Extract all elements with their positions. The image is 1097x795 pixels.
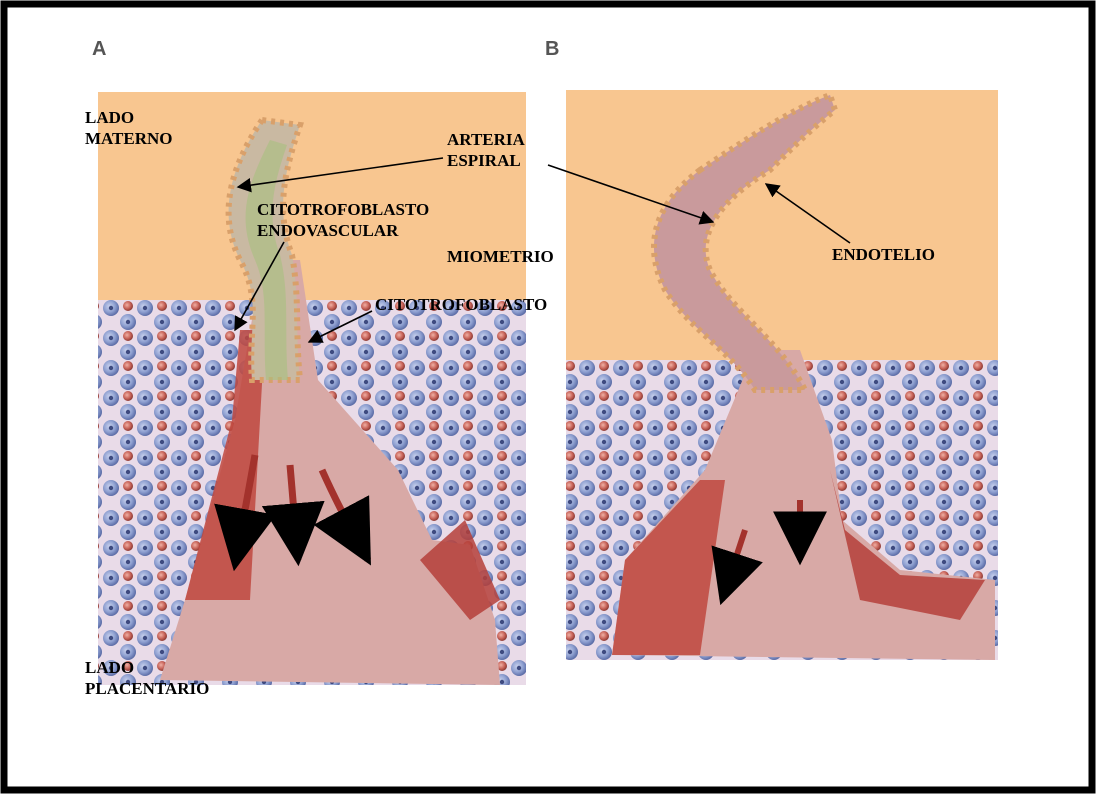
label-cte-line2: ENDOVASCULAR <box>257 221 399 240</box>
panel-b: B <box>545 38 998 660</box>
label-arteria-espiral-line1: ARTERIA <box>447 130 526 149</box>
label-lado-materno-line2: MATERNO <box>85 129 173 148</box>
label-cte-line1: CITOTROFOBLASTO <box>257 200 429 219</box>
label-lado-placentario-line1: LADO <box>85 658 134 677</box>
label-miometrio: MIOMETRIO <box>447 247 554 266</box>
label-lado-materno-line1: LADO <box>85 108 134 127</box>
label-arteria-espiral-line2: ESPIRAL <box>447 151 521 170</box>
label-lado-placentario-line2: PLACENTARIO <box>85 679 209 698</box>
label-citotrofoblasto: CITOTROFOBLASTO <box>375 295 547 314</box>
label-endotelio: ENDOTELIO <box>832 245 935 264</box>
panel-a-letter: A <box>92 38 106 60</box>
panel-b-letter: B <box>545 38 559 60</box>
